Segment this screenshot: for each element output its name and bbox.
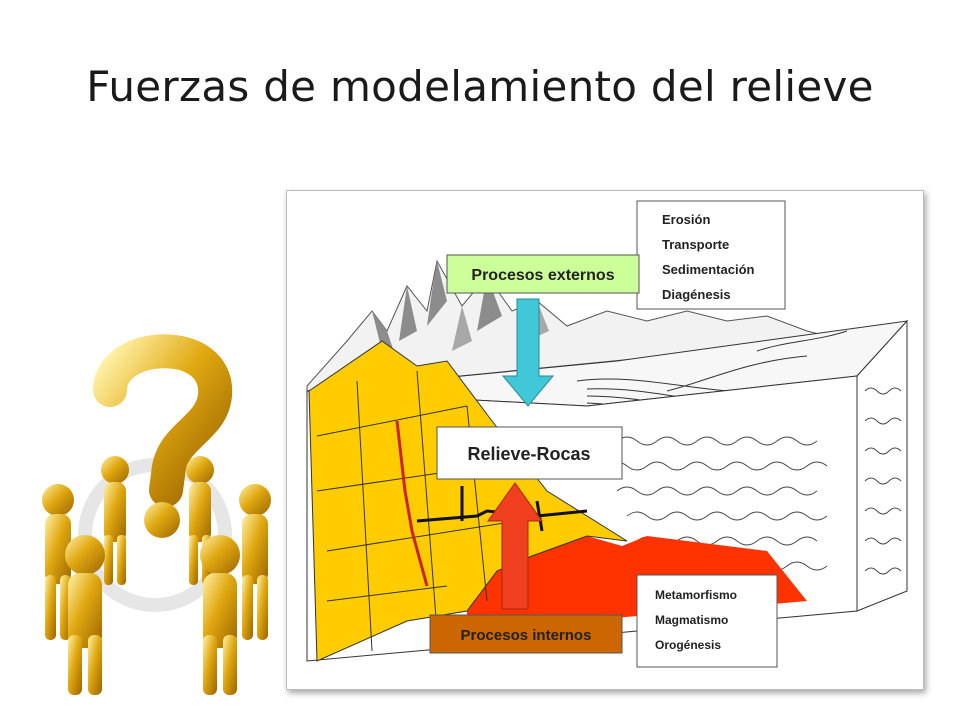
external-processes-list — [636, 200, 786, 310]
internal-processes-list — [636, 574, 778, 668]
internal-process-item: Magmatismo — [655, 613, 728, 627]
slide-title: Fuerzas de modelamiento del relieve — [86, 62, 874, 111]
relief-rocks-label: Relieve-Rocas — [467, 444, 590, 464]
external-processes-box — [446, 254, 640, 294]
external-process-item: Erosión — [662, 212, 710, 227]
igneous-rock-block — [308, 340, 628, 662]
internal-process-item: Orogénesis — [655, 638, 721, 652]
internal-processes-box — [429, 614, 623, 654]
external-process-item: Transporte — [662, 237, 729, 252]
internal-process-item: Metamorfismo — [655, 588, 737, 602]
external-processes-label: Procesos externos — [471, 267, 614, 284]
down-arrow-icon — [501, 298, 555, 407]
question-mark-figures-icon — [42, 334, 271, 695]
relief-diagram-figure: Erosión Transporte Sedimentación Diagéne… — [286, 190, 924, 690]
up-arrow-icon — [487, 482, 543, 610]
external-process-item: Diagénesis — [662, 287, 731, 302]
internal-processes-label: Procesos internos — [461, 627, 592, 644]
external-process-item: Sedimentación — [662, 262, 755, 277]
relief-rocks-box — [436, 426, 623, 480]
